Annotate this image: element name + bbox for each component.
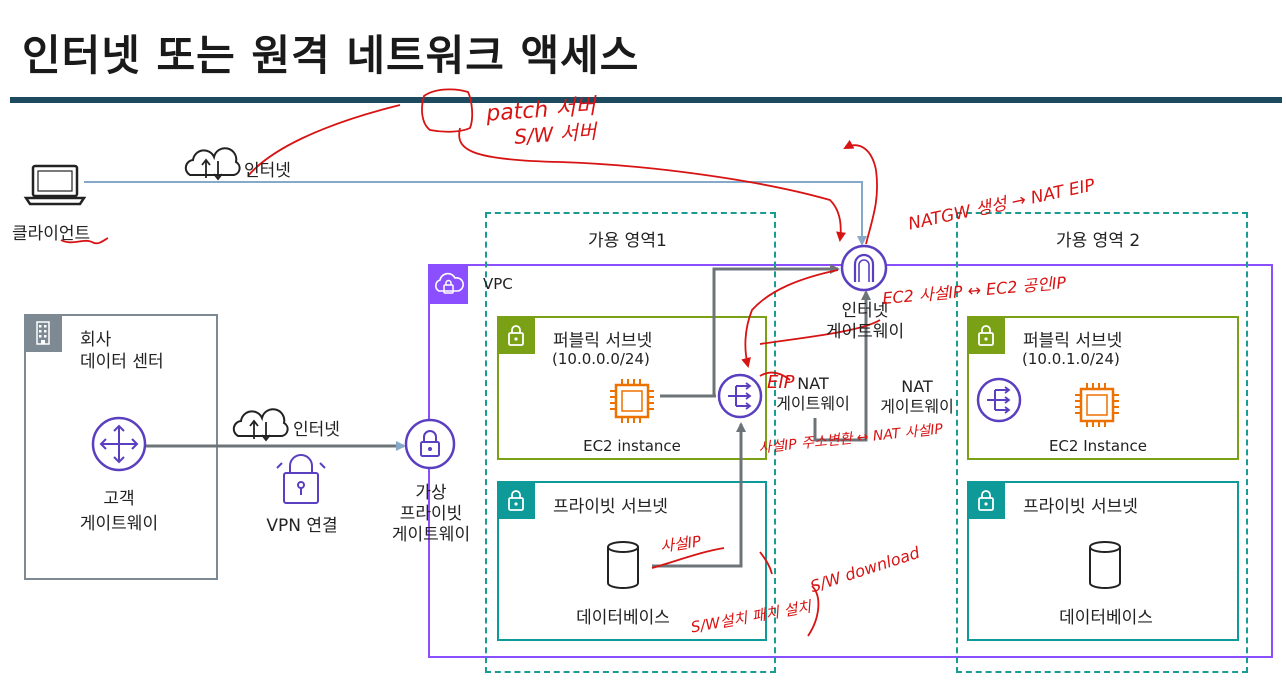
ec2-chip-icon-1 bbox=[610, 379, 654, 423]
db-2-label: 데이터베이스 bbox=[1059, 608, 1153, 628]
customer-gateway-line2: 게이트웨이 bbox=[79, 514, 159, 534]
laptop-icon bbox=[23, 164, 87, 206]
az1-label: 가용 영역1 bbox=[588, 231, 667, 251]
vpc-cloud-icon bbox=[428, 264, 468, 304]
vpn-lock-icon bbox=[276, 454, 326, 504]
private-subnet-2-label: 프라이빗 서브넷 bbox=[1023, 497, 1138, 517]
database-icon-1 bbox=[607, 541, 639, 589]
vpg-line3: 게이트웨이 bbox=[391, 525, 471, 545]
internet-cloud-icon-mid bbox=[232, 408, 289, 442]
title-rule bbox=[10, 97, 1282, 103]
internet-label-mid: 인터넷 bbox=[293, 420, 340, 440]
client-label: 클라이언트 bbox=[12, 224, 91, 244]
vpg-line2: 프라이빗 bbox=[399, 504, 463, 524]
nat-1-label: NAT 게이트웨이 bbox=[758, 374, 868, 414]
vpn-label: VPN 연결 bbox=[266, 516, 338, 536]
nat-gateway-icon-2 bbox=[976, 377, 1022, 423]
private-subnet-1-lock-icon bbox=[497, 481, 535, 519]
nat2-to-igw-line bbox=[813, 290, 871, 442]
public-subnet-1-lock-icon bbox=[497, 316, 535, 354]
igw-label: 인터넷 게이트웨이 bbox=[810, 301, 920, 343]
vpc-label: VPC bbox=[483, 275, 513, 293]
public-subnet-1-cidr: (10.0.0.0/24) bbox=[552, 350, 650, 368]
db-to-nat-line bbox=[652, 422, 746, 568]
ec2-2-label: EC2 Instance bbox=[1048, 437, 1148, 455]
public-subnet-1-label: 퍼블릭 서브넷 bbox=[553, 331, 653, 351]
igw-line1: 인터넷 bbox=[841, 301, 889, 321]
public-subnet-2-lock-icon bbox=[967, 316, 1005, 354]
ec2-1-label: EC2 instance bbox=[583, 437, 681, 455]
database-icon-2 bbox=[1089, 541, 1121, 589]
building-icon bbox=[24, 314, 62, 352]
db-1-label: 데이터베이스 bbox=[576, 608, 670, 628]
availability-zone-2 bbox=[956, 212, 1248, 673]
corp-dc-line1: 회사 bbox=[80, 330, 112, 350]
annotation-strokes bbox=[60, 88, 881, 637]
annotation-eip: EIP bbox=[767, 372, 795, 393]
customer-gateway-line1: 고객 bbox=[103, 489, 135, 509]
public-subnet-2 bbox=[967, 316, 1239, 460]
internet-gateway-icon bbox=[840, 244, 888, 292]
internet-label-top: 인터넷 bbox=[244, 161, 291, 181]
virtual-private-gateway-icon bbox=[404, 418, 456, 470]
public-subnet-2-cidr: (10.0.1.0/24) bbox=[1022, 350, 1120, 368]
public-subnet-2-label: 퍼블릭 서브넷 bbox=[1023, 331, 1123, 351]
internet-cloud-icon-top bbox=[184, 147, 241, 181]
private-subnet-1-label: 프라이빗 서브넷 bbox=[553, 497, 668, 517]
nat-2-label: NAT 게이트웨이 bbox=[862, 377, 972, 417]
igw-line2: 게이트웨이 bbox=[825, 322, 905, 342]
annotation-sw-server: S/W 서버 bbox=[513, 119, 598, 149]
private-subnet-2 bbox=[967, 481, 1239, 641]
ec2-chip-icon-2 bbox=[1075, 383, 1119, 427]
customer-gateway-icon bbox=[91, 416, 147, 472]
private-subnet-2-lock-icon bbox=[967, 481, 1005, 519]
nat-gateway-icon-1 bbox=[717, 373, 763, 419]
nat-2-line2: 게이트웨이 bbox=[880, 397, 954, 416]
vpg-label: 가상 프라이빗 게이트웨이 bbox=[376, 483, 486, 546]
public-subnet-1 bbox=[497, 316, 767, 460]
az2-label: 가용 영역 2 bbox=[1056, 231, 1141, 251]
nat-1-line1: NAT bbox=[797, 374, 829, 393]
nat-1-line2: 게이트웨이 bbox=[776, 394, 850, 413]
availability-zone-1 bbox=[485, 212, 776, 673]
nat-2-line1: NAT bbox=[901, 377, 933, 396]
corp-dc-line2: 데이터 센터 bbox=[80, 352, 164, 372]
page-title: 인터넷 또는 원격 네트워크 액세스 bbox=[22, 31, 640, 80]
nat-to-igw-line bbox=[712, 264, 840, 396]
client-to-igw-line bbox=[84, 181, 867, 246]
vpg-line1: 가상 bbox=[415, 483, 447, 503]
customer-gateway-label: 고객 게이트웨이 bbox=[64, 484, 174, 534]
